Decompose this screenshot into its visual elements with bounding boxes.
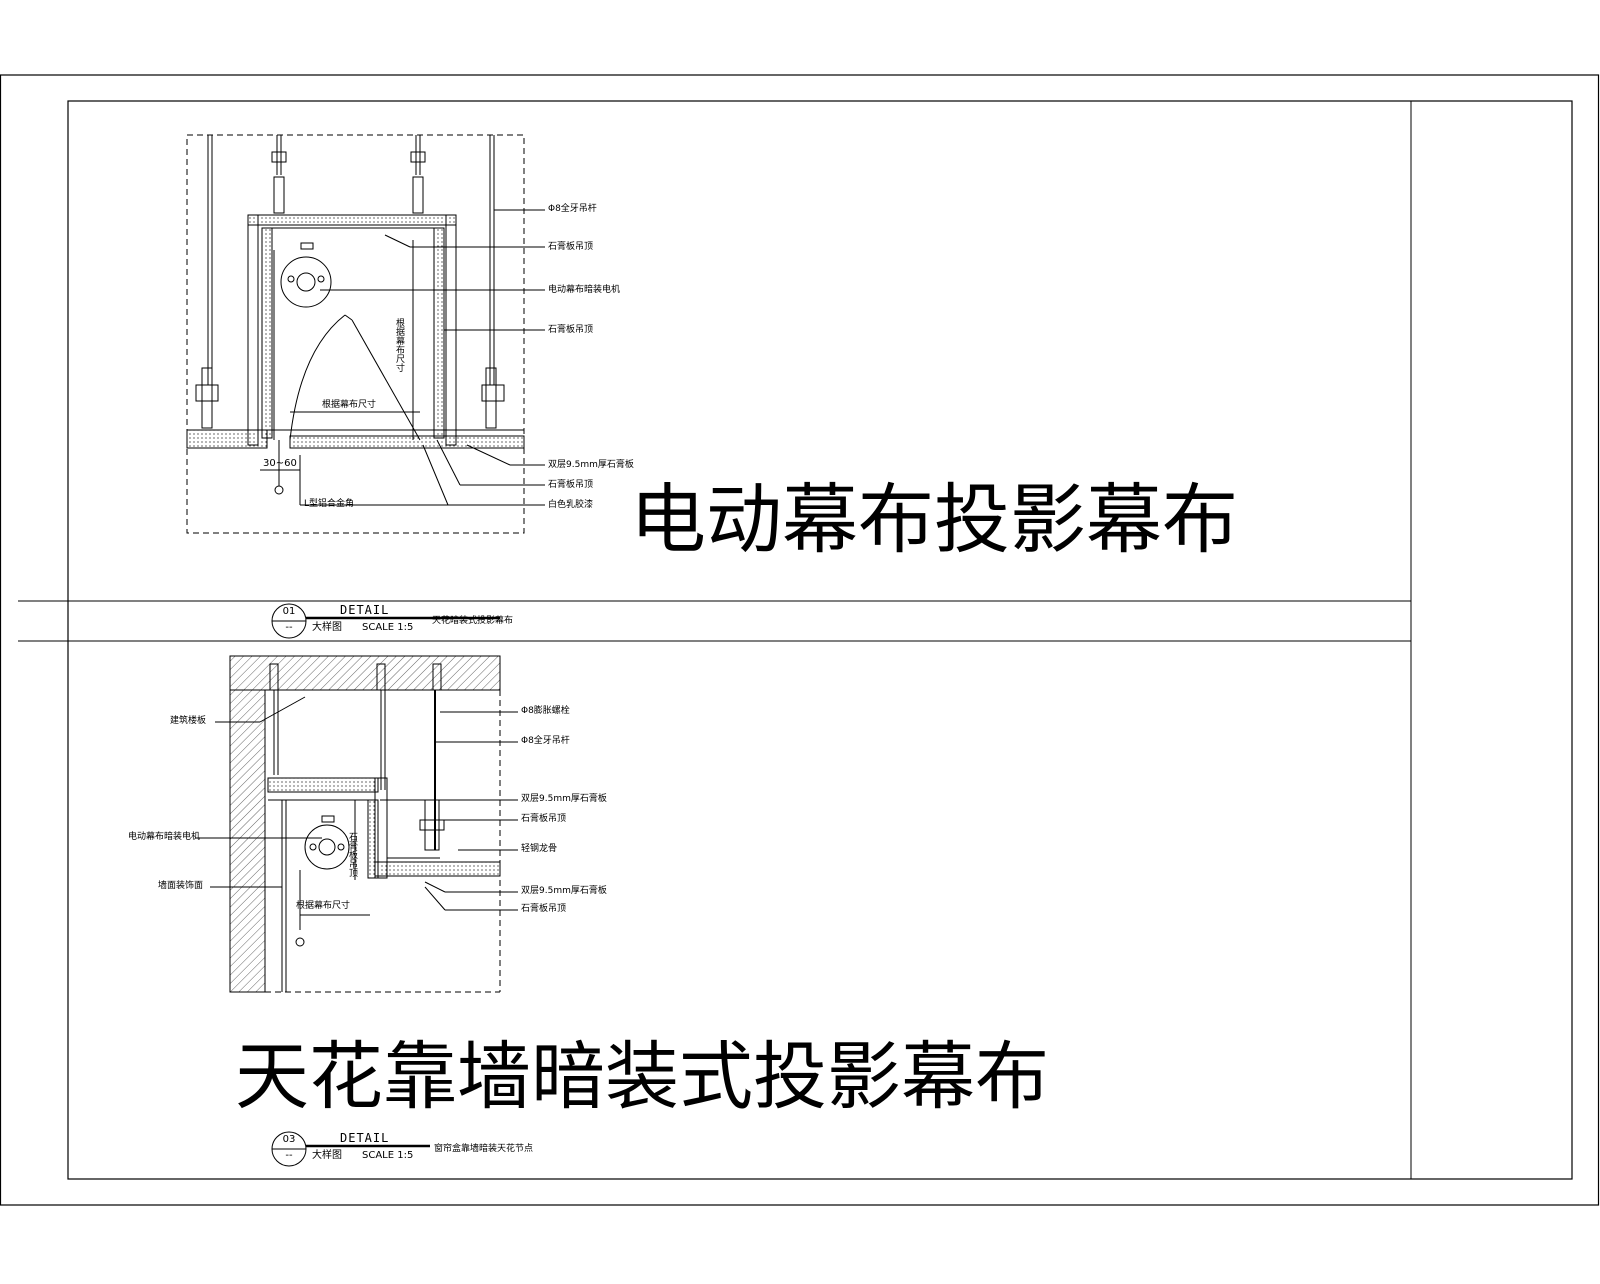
detail-2-drawing — [195, 655, 518, 993]
d2-tag-description: 窗帘盒靠墙暗装天花节点 — [434, 1144, 534, 1154]
d2-label-board-bottom: 双层9.5mm厚石膏板 — [521, 886, 607, 896]
d1-label-gypsum-bottom: 石膏板吊顶 — [548, 480, 594, 490]
d2-label-wall-finish: 墙面装饰面 — [158, 881, 204, 891]
d2-label-rod: Φ8全牙吊杆 — [521, 736, 570, 746]
d1-tag-big-label: 大样图 — [312, 622, 342, 633]
d2-label-top-ceiling: 建筑楼板 — [170, 716, 207, 726]
d1-tag-description: 天花暗装式投影幕布 — [432, 616, 514, 626]
detail-1-drawing — [186, 134, 545, 534]
d1-tag-heading: DETAIL — [340, 603, 390, 617]
d2-label-bracket: Φ8膨胀螺栓 — [521, 706, 570, 716]
detail-1-tag-graphic — [271, 603, 500, 639]
d1-label-light-trough: L型铝合金角 — [304, 499, 355, 509]
d1-tag-number: 01 — [282, 606, 296, 617]
d2-label-beam: 轻钢龙骨 — [521, 844, 558, 854]
d1-tag-scale: SCALE 1:5 — [362, 622, 414, 633]
detail-1-title: 电动幕布投影幕布 — [630, 475, 1238, 564]
d1-label-screen-size-v: 根据幕布尺寸 — [394, 318, 404, 372]
d2-label-board-top: 双层9.5mm厚石膏板 — [521, 794, 607, 804]
d1-label-gypsum-top: 石膏板吊顶 — [548, 242, 594, 252]
d1-label-gypsum-side: 石膏板吊顶 — [548, 325, 594, 335]
d2-label-gypsum-side: 石膏板吊顶 — [347, 832, 357, 877]
detail-2-tag-graphic — [271, 1131, 430, 1167]
d2-tag-number: 03 — [282, 1134, 296, 1145]
d2-tag-big-label: 大样图 — [312, 1150, 342, 1161]
d1-label-paint: 白色乳胶漆 — [548, 500, 594, 510]
d2-label-motor: 电动幕布暗装电机 — [128, 832, 201, 842]
d2-label-gypsum-2: 石膏板吊顶 — [521, 904, 567, 914]
d1-label-steel-rod: Φ8全牙吊杆 — [548, 204, 597, 214]
d2-label-gypsum-1: 石膏板吊顶 — [521, 814, 567, 824]
d1-label-screen-size-h: 根据幕布尺寸 — [322, 400, 377, 410]
d1-dimension-gap: 30~60 — [263, 458, 297, 469]
d2-tag-scale: SCALE 1:5 — [362, 1150, 414, 1161]
d1-label-motor: 电动幕布暗装电机 — [548, 285, 621, 295]
d1-label-board: 双层9.5mm厚石膏板 — [548, 460, 634, 470]
d2-label-screen-size: 根据幕布尺寸 — [296, 901, 351, 911]
outer-frame — [0, 74, 1600, 1206]
inner-frame — [67, 100, 1573, 1180]
detail-2-title: 天花靠墙暗装式投影幕布 — [235, 1034, 1049, 1120]
d2-tag-heading: DETAIL — [340, 1131, 390, 1145]
d2-tag-dash: -- — [285, 1150, 293, 1161]
d1-tag-dash: -- — [285, 622, 293, 633]
